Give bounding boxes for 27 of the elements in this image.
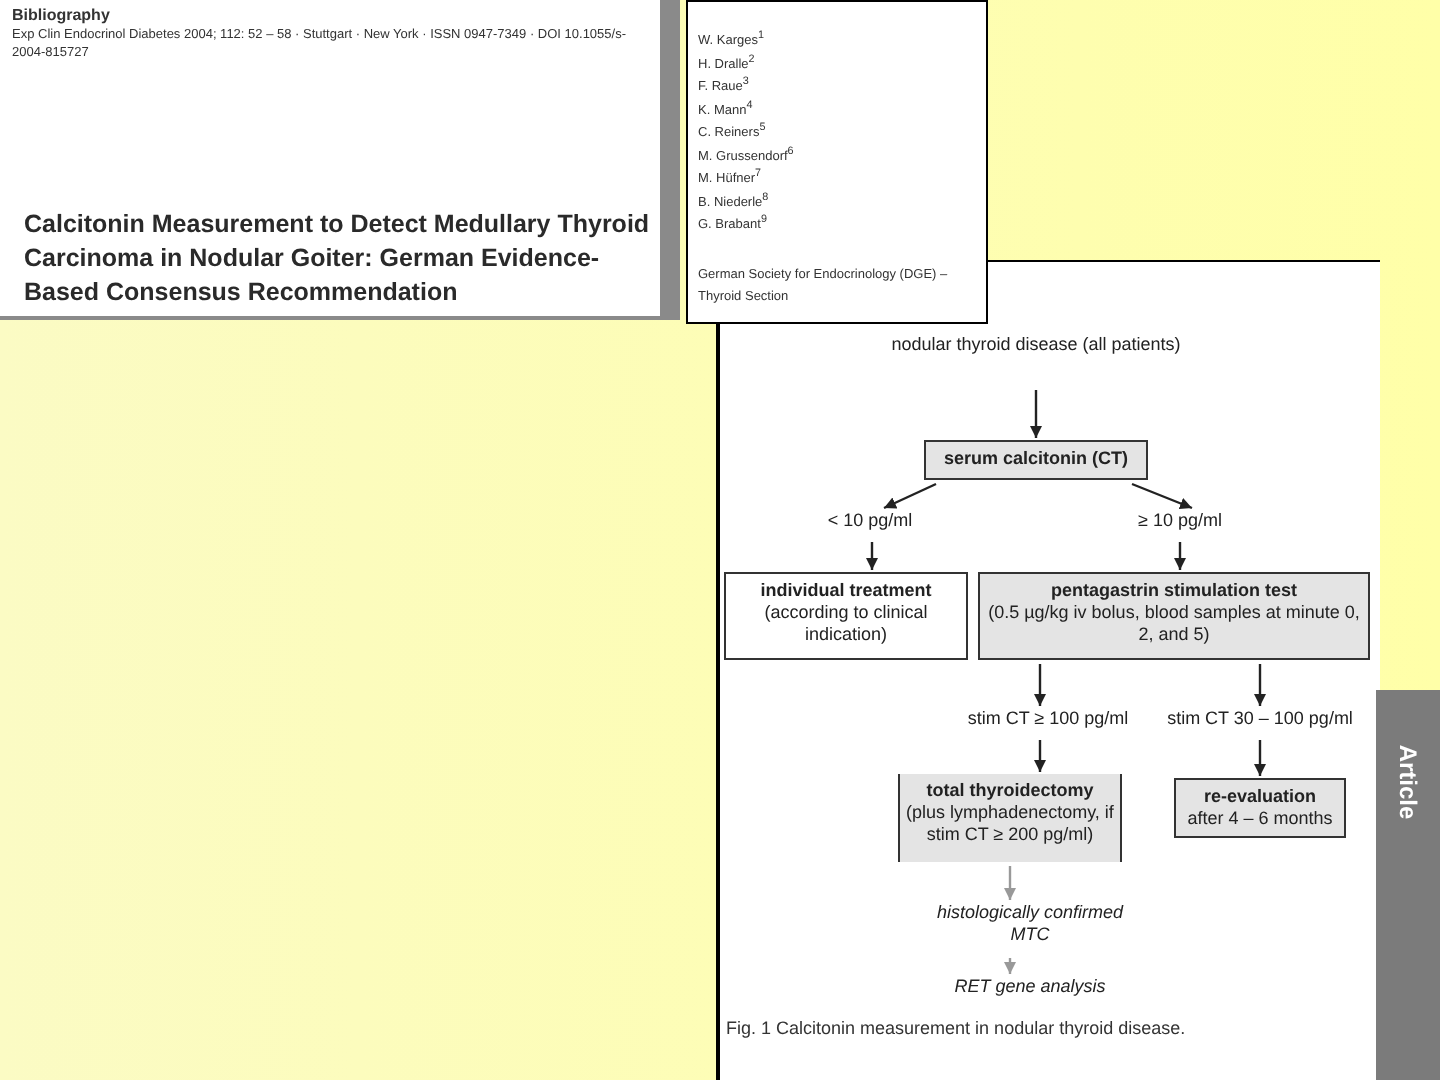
arrow — [1034, 664, 1046, 706]
process-box: total thyroidectomy (plus lymphadenectomy, if stim CT ≥ 200 pg/ml) — [898, 774, 1122, 862]
process-box: individual treatment (according to clinical indication) — [724, 572, 968, 660]
flow-text: ≥ 10 pg/ml — [1110, 510, 1250, 538]
process-box: re-evaluation after 4 – 6 months — [1174, 778, 1346, 838]
flow-text: nodular thyroid disease (all patients) — [840, 334, 1232, 386]
flow-text: histologically confirmed MTC — [930, 902, 1130, 954]
flow-text: < 10 pg/ml — [800, 510, 940, 538]
flow-text: RET gene analysis — [910, 976, 1150, 1004]
arrow — [883, 482, 937, 510]
arrow — [1131, 482, 1193, 510]
arrow — [1004, 958, 1016, 974]
section-heading: Bibliography — [12, 6, 112, 24]
arrow — [1004, 866, 1016, 900]
arrow — [1034, 740, 1046, 772]
arrow — [866, 542, 878, 570]
flow-text: stim CT ≥ 100 pg/ml — [948, 708, 1148, 736]
flow-text: stim CT 30 – 100 pg/ml — [1152, 708, 1368, 736]
article-title: Calcitonin Measurement to Detect Medullary Thyroid Carcinoma in Nodular Goiter: German Evidence-Based Consensus Recommendation — [24, 208, 652, 310]
process-box: pentagastrin stimulation test (0.5 µg/kg iv bolus, blood samples at minute 0, 2, and 5) — [978, 572, 1370, 660]
arrow — [1030, 390, 1042, 438]
arrow — [1254, 664, 1266, 706]
arrow — [1174, 542, 1186, 570]
arrow — [1254, 740, 1266, 776]
side-tab-label: Article — [1392, 742, 1424, 824]
process-box: serum calcitonin (CT) — [924, 440, 1148, 480]
figure-caption: Fig. 1 Calcitonin measurement in nodular thyroid disease. — [726, 1018, 1186, 1040]
